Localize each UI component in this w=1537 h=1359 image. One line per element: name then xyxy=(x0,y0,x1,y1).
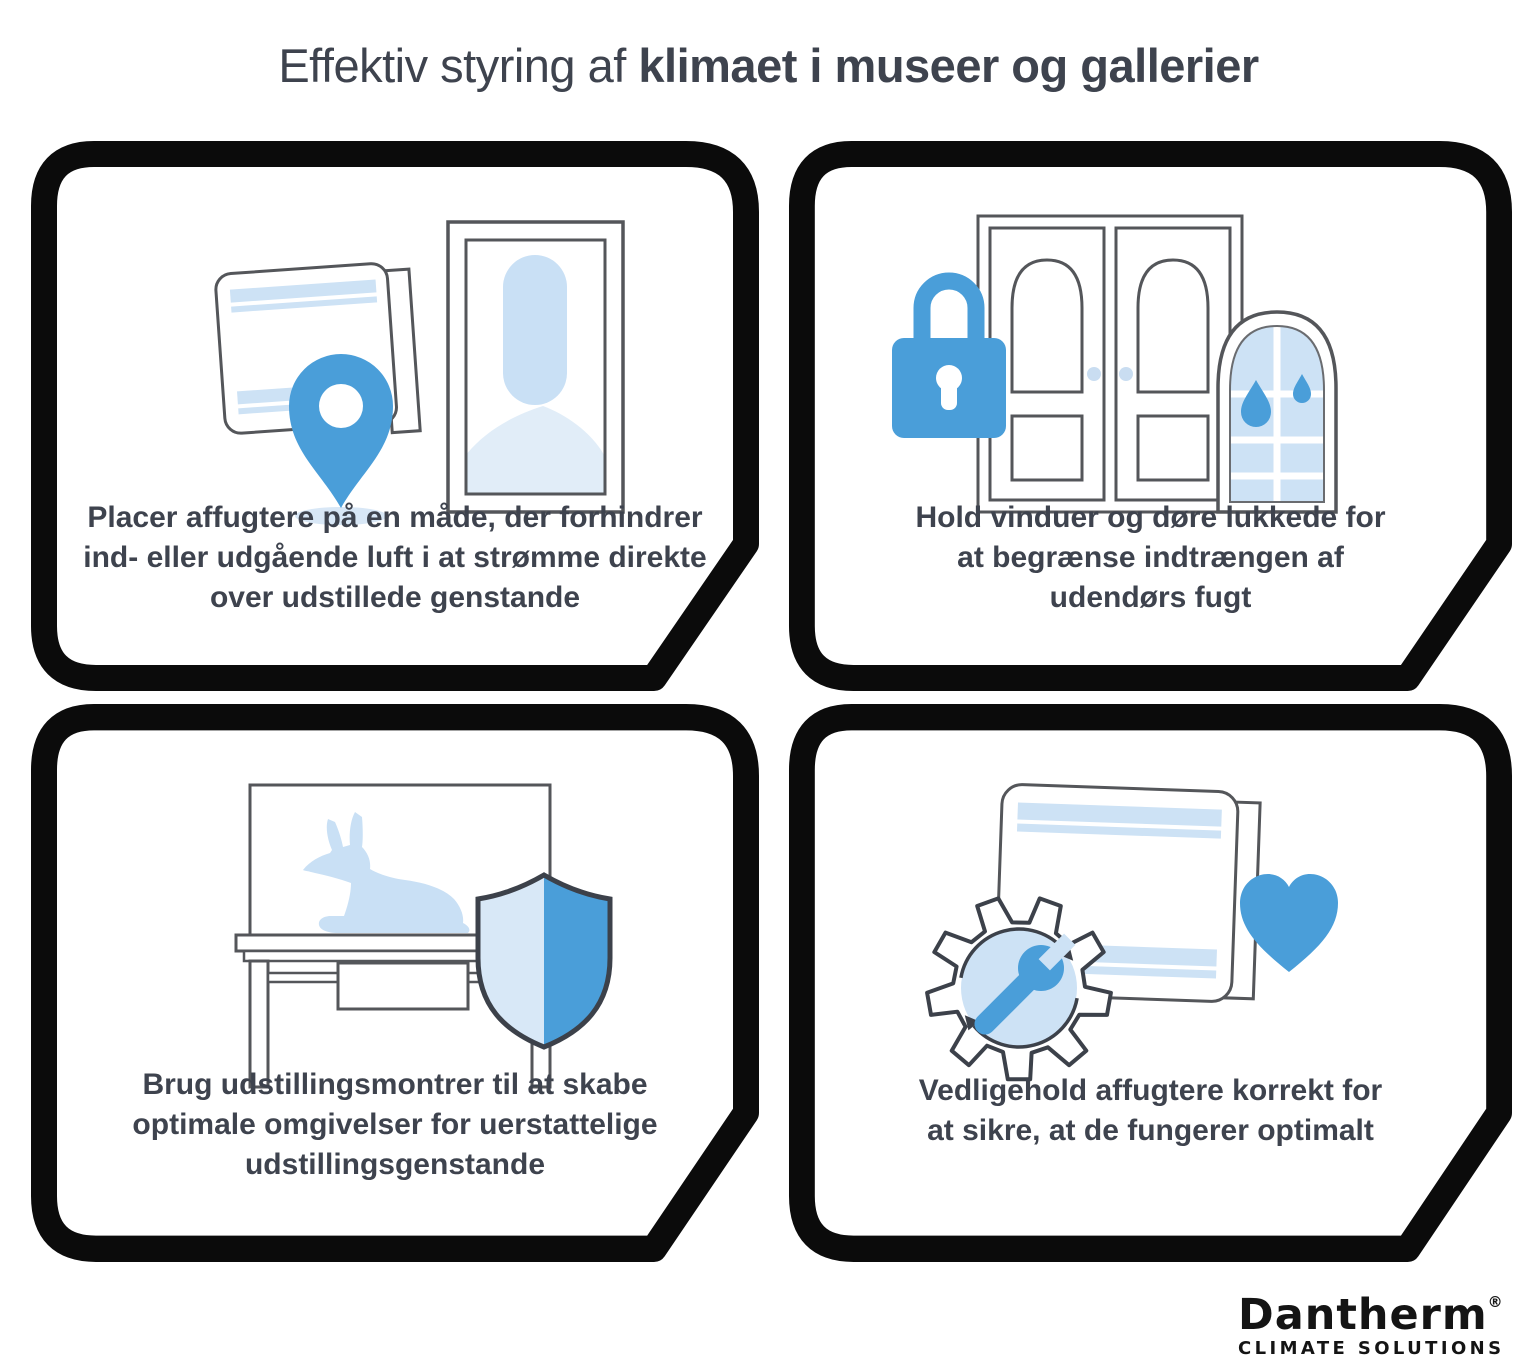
display-case-illustration xyxy=(234,783,613,1089)
gear-icon xyxy=(925,896,1113,1082)
dantherm-logo: Dantherm® CLIMATE SOLUTIONS xyxy=(1238,1280,1504,1359)
page-title-regular: Effektiv styring af xyxy=(278,39,626,92)
arched-window-icon xyxy=(1216,310,1338,514)
card-caption: Brug udstillingsmontrer til at skabe opt… xyxy=(132,1068,658,1181)
portrait-icon xyxy=(467,255,604,493)
picture-frame-icon xyxy=(446,220,625,514)
pin-shadow xyxy=(295,507,387,525)
page-title-bold: klimaet i museer og gallerier xyxy=(638,39,1259,92)
double-doors-icon xyxy=(976,214,1244,514)
maintenance-illustration xyxy=(925,783,1338,1082)
heart-icon xyxy=(1240,874,1338,972)
card-maintenance: Vedligehold affugtere korrekt for at sik… xyxy=(788,703,1513,1263)
card-display-cases: Brug udstillingsmontrer til at skabe opt… xyxy=(30,703,760,1263)
shield-icon xyxy=(475,872,613,1050)
rotation-arrow-icon xyxy=(959,927,1066,979)
location-pin-icon xyxy=(289,354,393,508)
doors-illustration xyxy=(892,214,1338,514)
wrench-icon xyxy=(974,933,1076,1035)
card-doors-windows: Hold vinduer og døre lukkede for at begr… xyxy=(788,140,1513,692)
rotation-arrow-icon xyxy=(972,997,1079,1049)
dog-statue-icon xyxy=(303,812,470,933)
card-placement: Placer affugtere på en måde, der forhind… xyxy=(30,140,760,692)
page-title: Effektiv styring af klimaet i museer og … xyxy=(0,38,1537,93)
registered-mark: ® xyxy=(1487,1293,1504,1311)
padlock-icon xyxy=(892,272,1006,438)
card-caption: Placer affugtere på en måde, der forhind… xyxy=(83,501,707,614)
logo-name-text: Dantherm xyxy=(1238,1290,1488,1340)
placement-illustration xyxy=(214,220,625,525)
logo-tagline: CLIMATE SOLUTIONS xyxy=(1238,1338,1505,1359)
water-drop-icon xyxy=(1241,374,1311,427)
logo-wordmark: Dantherm® xyxy=(1238,1280,1504,1337)
card-caption: Vedligehold affugtere korrekt for at sik… xyxy=(918,1074,1383,1147)
card-caption: Hold vinduer og døre lukkede for at begr… xyxy=(915,501,1386,614)
